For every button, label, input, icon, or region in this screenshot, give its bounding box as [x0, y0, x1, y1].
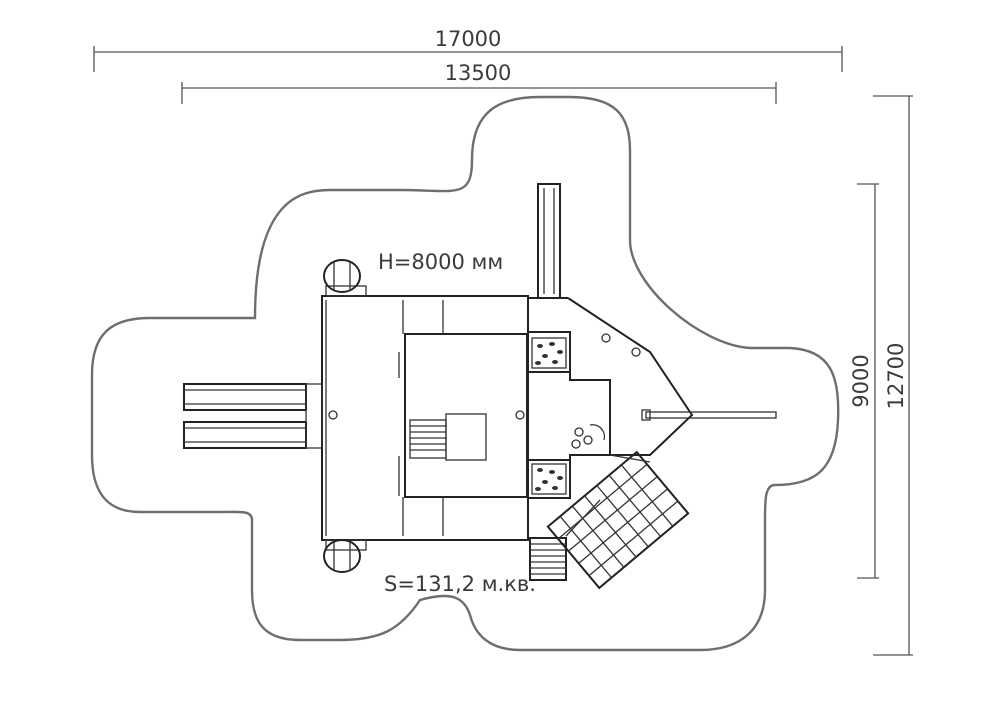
upper-climbing-panel [531, 337, 567, 369]
play-structure [183, 183, 777, 590]
bottom-wheel [323, 539, 367, 573]
frame-width-label: 13500 [445, 61, 512, 85]
boat-bow [567, 297, 694, 456]
inner-stair [409, 413, 487, 461]
top-wheel [323, 259, 367, 297]
safety-zone-outline [90, 95, 840, 652]
overall-width-label: 17000 [435, 27, 502, 51]
area-annotation: S=131,2 м.кв. [384, 572, 536, 596]
top-slide [537, 183, 561, 299]
height-annotation: H=8000 мм [378, 250, 503, 274]
right-lower-bay [527, 459, 571, 499]
dimension-overall-depth: 12700 [873, 95, 913, 656]
overall-depth-label: 12700 [884, 343, 908, 410]
lower-climbing-panel [531, 463, 567, 495]
central-module [569, 372, 611, 460]
frame-depth-label: 9000 [849, 354, 873, 407]
bowsprit [645, 411, 777, 419]
main-deck-frame [321, 295, 529, 541]
inner-platform [404, 333, 528, 498]
bottom-ladder [529, 537, 567, 581]
dimension-overall-width: 17000 [93, 27, 843, 72]
climbing-net [546, 450, 690, 590]
left-slides [183, 383, 323, 449]
dimension-frame-width: 13500 [181, 61, 777, 104]
dimension-frame-depth: 9000 [849, 183, 879, 579]
